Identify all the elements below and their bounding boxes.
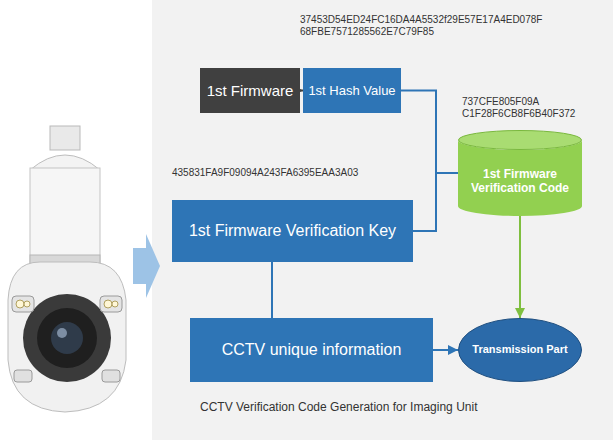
connector [519,216,521,318]
flow-arrow [133,234,160,298]
cctv-camera [8,126,126,412]
node-label: CCTV unique information [222,340,402,359]
node-label: 1st Firmware [207,82,294,100]
connector [413,173,458,231]
storage-cylinder: 1st Firmware Verification Code [458,130,582,216]
hex-value: 435831FA9F09094A243FA6395EAA3A03 [172,167,412,179]
hex-value: 737CFE805F09A C1F28F6CB8F6B40F372 [462,96,586,120]
node-label: Transmission Part [472,343,567,356]
node-label: 1st Firmware Verification Key [189,221,396,240]
process-box: 1st Hash Value [303,68,401,113]
caption: CCTV Verification Code Generation for Im… [200,400,600,414]
process-box: 1st Firmware Verification Key [172,200,413,262]
connector [433,349,458,351]
terminal-ellipse: Transmission Part [458,318,582,382]
node-label: 1st Hash Value [308,83,395,99]
process-box: CCTV unique information [190,318,433,382]
connector [401,91,458,174]
panel-ground [152,0,613,440]
node-label: 1st Firmware Verification Code [466,167,574,196]
hex-value: 37453D54ED24FC16DA4A5532f29E57E17A4ED078… [300,14,572,38]
connector [271,262,273,318]
process-box: 1st Firmware [200,68,300,113]
